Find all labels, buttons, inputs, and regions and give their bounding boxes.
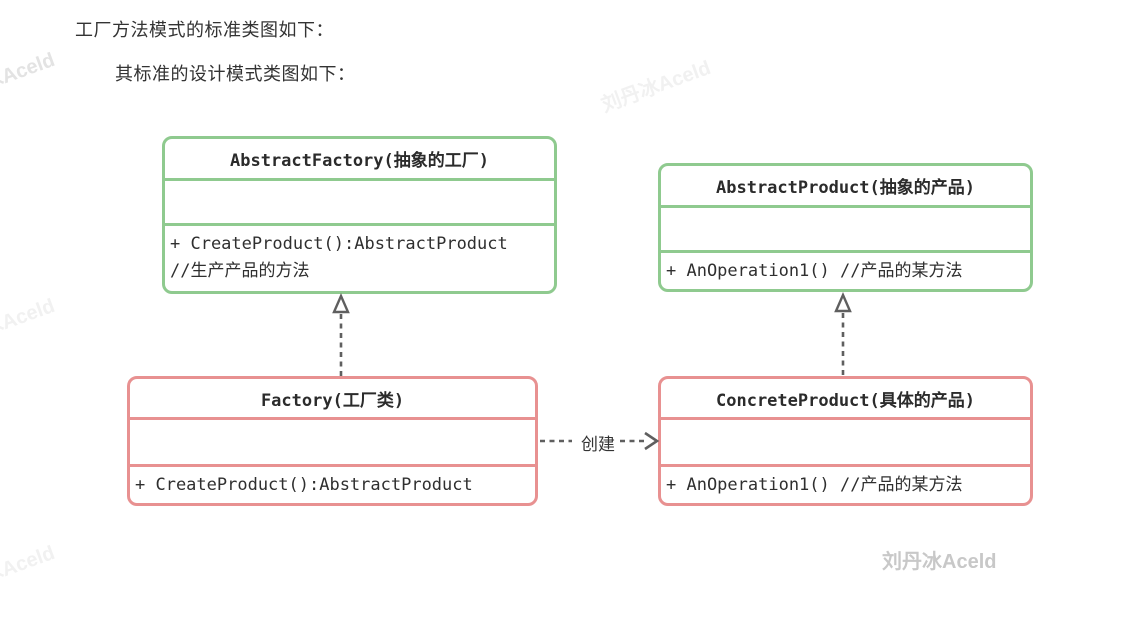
class-box-concrete-product: ConcreteProduct(具体的产品) + AnOperation1() … xyxy=(658,376,1033,506)
watermark: 刘丹冰Aceld xyxy=(0,294,58,355)
class-attributes-section xyxy=(130,417,535,464)
method-line: + AnOperation1() //产品的某方法 xyxy=(666,475,963,495)
method-comment-line: //生产产品的方法 xyxy=(170,261,310,281)
inheritance-arrow-factory xyxy=(332,293,350,376)
class-methods-section: + CreateProduct():AbstractProduct //生产产品… xyxy=(165,223,554,293)
heading-standard-diagram: 其标准的设计模式类图如下： xyxy=(115,64,356,84)
class-box-factory: Factory(工厂类) + CreateProduct():AbstractP… xyxy=(127,376,538,506)
class-methods-section: + AnOperation1() //产品的某方法 xyxy=(661,250,1030,291)
class-attributes-section xyxy=(661,205,1030,250)
heading-factory-pattern: 工厂方法模式的标准类图如下： xyxy=(75,20,334,40)
method-line: + AnOperation1() //产品的某方法 xyxy=(666,261,963,281)
inheritance-arrow-concrete-product xyxy=(834,292,852,376)
class-title: AbstractFactory(抽象的工厂) xyxy=(230,151,489,171)
class-methods-section: + AnOperation1() //产品的某方法 xyxy=(661,464,1030,506)
method-line: + CreateProduct():AbstractProduct xyxy=(170,234,508,254)
watermark: 刘丹冰Aceld xyxy=(0,541,58,602)
class-methods-section: + CreateProduct():AbstractProduct xyxy=(130,464,535,506)
class-title: AbstractProduct(抽象的产品) xyxy=(716,178,975,198)
class-attributes-section xyxy=(661,417,1030,464)
watermark: 刘丹冰Aceld xyxy=(0,48,58,109)
class-box-abstract-factory: AbstractFactory(抽象的工厂) + CreateProduct()… xyxy=(162,136,557,294)
class-box-abstract-product: AbstractProduct(抽象的产品) + AnOperation1() … xyxy=(658,163,1033,292)
author-signature: 刘丹冰Aceld xyxy=(882,551,997,573)
class-title: Factory(工厂类) xyxy=(260,390,405,411)
create-dependency-label: 创建 xyxy=(581,435,615,454)
watermark: 刘丹冰Aceld xyxy=(598,56,714,117)
class-attributes-section xyxy=(165,178,554,223)
class-title: ConcreteProduct(具体的产品) xyxy=(716,390,975,411)
method-line: + CreateProduct():AbstractProduct xyxy=(135,475,473,495)
